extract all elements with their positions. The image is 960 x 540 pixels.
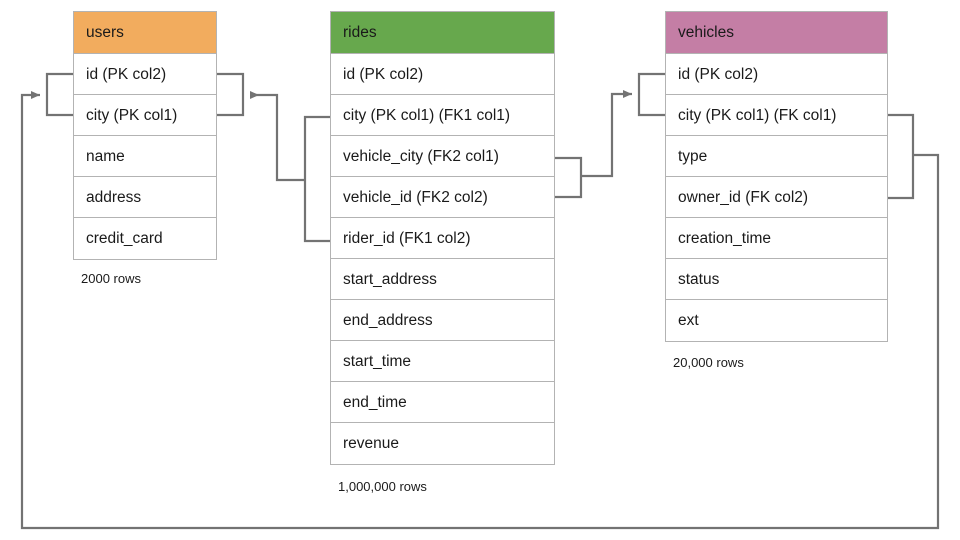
table-vehicles-column-ext[interactable]: ext (666, 300, 887, 341)
table-rides-column-rider-id[interactable]: rider_id (FK1 col2) (331, 218, 554, 259)
table-vehicles-column-owner-id[interactable]: owner_id (FK col2) (666, 177, 887, 218)
table-users-column-credit-card[interactable]: credit_card (74, 218, 216, 259)
table-rides-column-city[interactable]: city (PK col1) (FK1 col1) (331, 95, 554, 136)
table-vehicles-column-creation-time[interactable]: creation_time (666, 218, 887, 259)
table-rides-header: rides (331, 12, 554, 54)
table-vehicles-column-status[interactable]: status (666, 259, 887, 300)
table-rides-column-id[interactable]: id (PK col2) (331, 54, 554, 95)
table-users-header: users (74, 12, 216, 54)
table-vehicles-column-type[interactable]: type (666, 136, 887, 177)
table-rides[interactable]: rides id (PK col2) city (PK col1) (FK1 c… (330, 11, 555, 465)
table-rides-column-end-address[interactable]: end_address (331, 300, 554, 341)
table-rides-column-end-time[interactable]: end_time (331, 382, 554, 423)
table-vehicles-header: vehicles (666, 12, 887, 54)
table-rides-column-revenue[interactable]: revenue (331, 423, 554, 464)
table-vehicles-column-city[interactable]: city (PK col1) (FK col1) (666, 95, 887, 136)
table-users-column-address[interactable]: address (74, 177, 216, 218)
table-users-row-count: 2000 rows (81, 271, 141, 286)
edge-users-left-bracket (45, 72, 73, 117)
table-rides-column-start-time[interactable]: start_time (331, 341, 554, 382)
table-vehicles-row-count: 20,000 rows (673, 355, 744, 370)
edge-vehicles-right-bracket (888, 113, 915, 200)
table-rides-column-vehicle-city[interactable]: vehicle_city (FK2 col1) (331, 136, 554, 177)
edge-vehicles-left-bracket (637, 72, 665, 117)
table-vehicles[interactable]: vehicles id (PK col2) city (PK col1) (FK… (665, 11, 888, 342)
table-rides-row-count: 1,000,000 rows (338, 479, 427, 494)
table-rides-column-vehicle-id[interactable]: vehicle_id (FK2 col2) (331, 177, 554, 218)
edge-rides-left-bracket (303, 115, 330, 243)
edge-rides-to-vehicles (581, 90, 632, 178)
edge-users-right-bracket (217, 72, 245, 117)
edge-rides-right-bracket (555, 156, 583, 199)
table-vehicles-column-id[interactable]: id (PK col2) (666, 54, 887, 95)
table-rides-column-start-address[interactable]: start_address (331, 259, 554, 300)
edge-rides-to-users (250, 91, 305, 182)
table-users-column-name[interactable]: name (74, 136, 216, 177)
table-users-column-id[interactable]: id (PK col2) (74, 54, 216, 95)
table-users-column-city[interactable]: city (PK col1) (74, 95, 216, 136)
table-users[interactable]: users id (PK col2) city (PK col1) name a… (73, 11, 217, 260)
